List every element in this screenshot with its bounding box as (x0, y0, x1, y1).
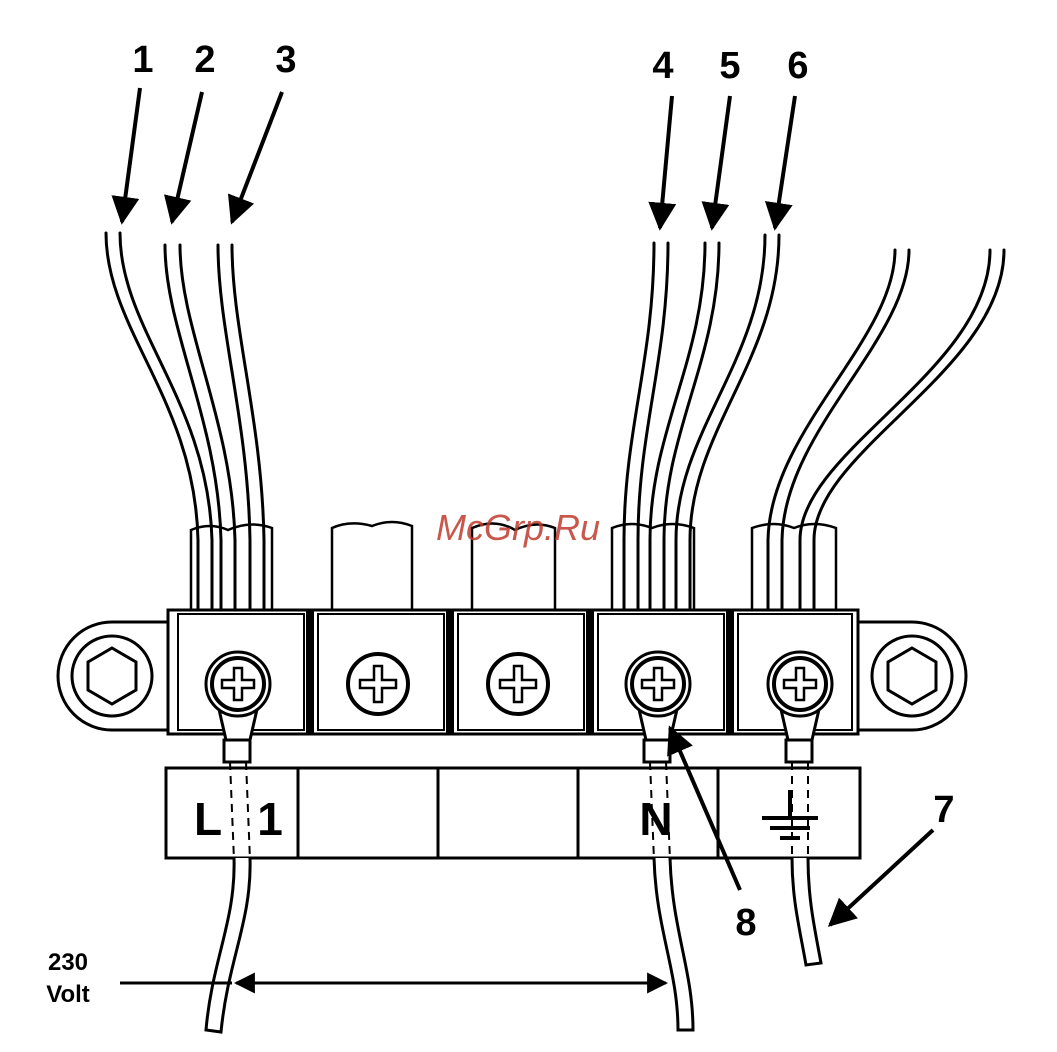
callout-1: 1 (132, 39, 153, 81)
callout-2: 2 (194, 39, 215, 81)
screw-2-icon (348, 654, 408, 714)
terminal-1-label: 1 (257, 793, 283, 845)
callout-8: 8 (735, 902, 756, 944)
screw-3-icon (488, 654, 548, 714)
callout-7: 7 (933, 789, 954, 831)
screw-l1-icon (212, 658, 264, 710)
callout-5: 5 (719, 45, 740, 87)
terminal-block (58, 610, 966, 762)
screw-earth-icon (774, 658, 826, 710)
terminal-l-label: L (194, 793, 222, 845)
wire-group-left (106, 233, 264, 610)
voltage-unit: Volt (46, 981, 90, 1008)
watermark: McGrp.Ru (436, 507, 600, 548)
callout-6: 6 (787, 45, 808, 87)
label-strip: L 1 N (166, 768, 860, 858)
wire-group-right (624, 235, 1004, 610)
hex-bolt-left-icon (88, 648, 136, 704)
hex-bolt-right-icon (888, 648, 936, 704)
voltage-value: 230 (48, 949, 88, 976)
screw-n-icon (632, 658, 684, 710)
callout-4: 4 (652, 45, 673, 87)
callout-3: 3 (275, 39, 296, 81)
